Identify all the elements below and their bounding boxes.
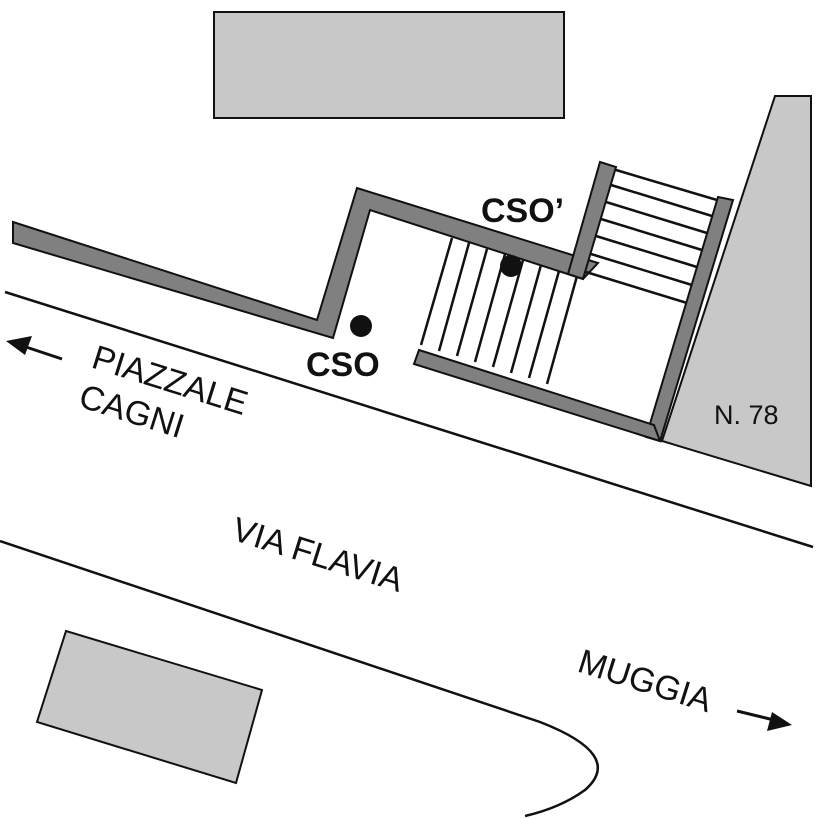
wall-bottom bbox=[412, 348, 662, 443]
label-muggia: MUGGIA bbox=[574, 642, 717, 720]
building-top bbox=[213, 11, 565, 119]
building-bottom-left bbox=[35, 629, 264, 785]
station-dot-icon bbox=[350, 315, 372, 337]
arrow-right-icon bbox=[736, 709, 792, 731]
road-edge-north bbox=[4, 290, 814, 549]
stairs-lower bbox=[419, 237, 579, 385]
building-n78 bbox=[660, 95, 812, 488]
stairs-upper bbox=[585, 168, 718, 305]
label-via-flavia: VIA FLAVIA bbox=[228, 510, 409, 600]
label-cso-prime: CSO’ bbox=[481, 192, 564, 230]
arrow-left-icon bbox=[6, 336, 63, 361]
label-cso: CSO bbox=[306, 346, 380, 384]
road-edge-south bbox=[0, 539, 600, 818]
station-dot-icon bbox=[500, 255, 522, 277]
label-house-number: N. 78 bbox=[714, 400, 779, 430]
wall-landing bbox=[566, 160, 618, 281]
